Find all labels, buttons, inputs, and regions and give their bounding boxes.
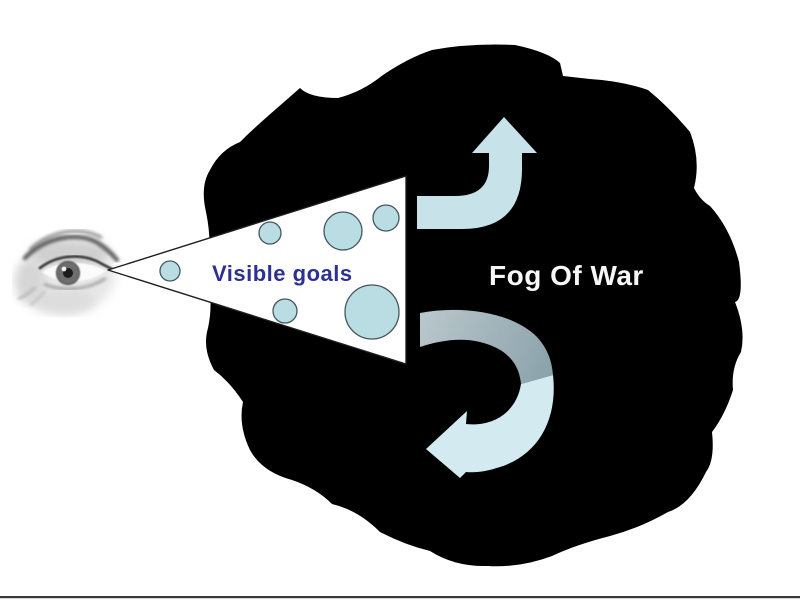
visible-goals-label: Visible goals <box>212 261 353 286</box>
fog-blob <box>203 44 743 567</box>
goal-bubble <box>323 211 363 251</box>
goal-bubble <box>159 260 181 282</box>
goal-bubble <box>344 284 400 340</box>
goal-bubble <box>258 221 282 245</box>
loop-arrow-head <box>426 375 554 478</box>
bent-up-arrow-icon <box>417 117 537 229</box>
footer-line <box>0 596 800 599</box>
goal-bubble <box>272 298 298 324</box>
goal-bubbles <box>159 204 400 340</box>
goal-bubble <box>372 204 400 232</box>
fog-of-war-label: Fog Of War <box>489 260 644 291</box>
eye-sketch <box>15 229 120 314</box>
loop-arrow-icon <box>420 309 553 384</box>
